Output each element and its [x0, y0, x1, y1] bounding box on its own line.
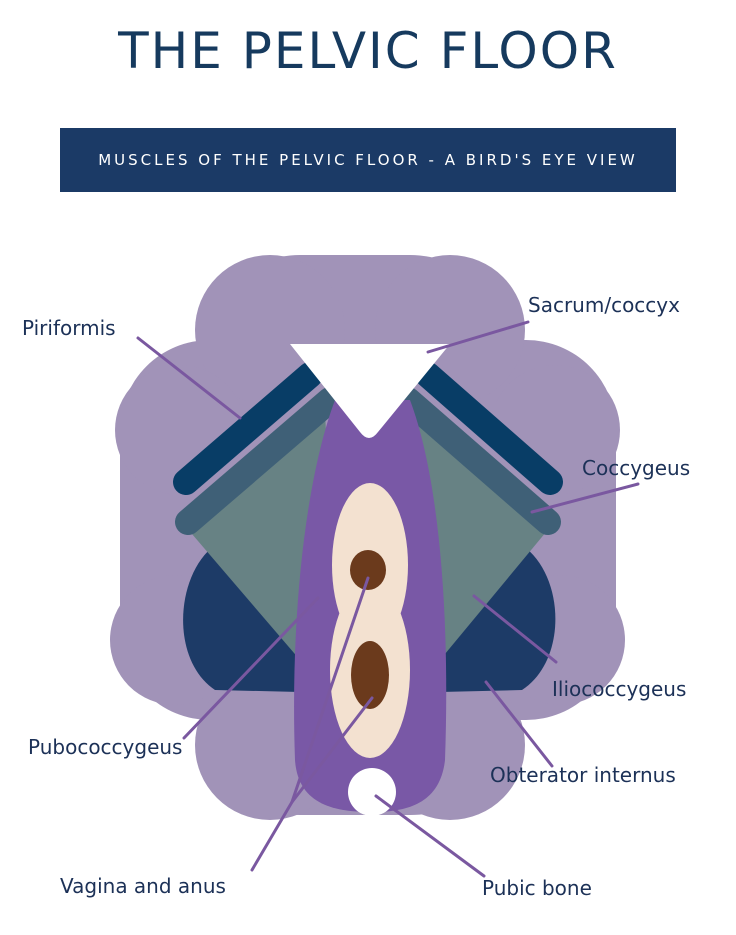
label-vagina-anus: Vagina and anus [60, 874, 226, 898]
leader-sacrum [426, 320, 530, 354]
opening-lower-center [351, 641, 389, 709]
subtitle-banner: MUSCLES OF THE PELVIC FLOOR - A BIRD'S E… [60, 128, 676, 192]
leader-piriformis [136, 336, 242, 420]
pubic-bone [348, 768, 396, 816]
leader-pubic-bone [374, 794, 486, 878]
sacrum-coccyx [290, 344, 450, 438]
piriformis-right [415, 362, 563, 495]
obterator-internus-left [183, 545, 300, 692]
leader-obterator [484, 680, 554, 768]
leader-coccygeus [530, 482, 640, 514]
label-iliococcygeus: Iliococcygeus [552, 677, 687, 701]
label-sacrum-coccyx: Sacrum/coccyx [528, 293, 680, 317]
coccygeus-right [395, 387, 561, 535]
obterator-internus-right [440, 545, 556, 692]
leader-pubococcygeus [182, 596, 320, 740]
subtitle-text: MUSCLES OF THE PELVIC FLOOR - A BIRD'S E… [98, 150, 638, 169]
label-coccygeus: Coccygeus [582, 456, 691, 480]
coccygeus-left [175, 387, 343, 535]
iliococcygeus-left [180, 410, 335, 660]
label-pubic-bone: Pubic bone [482, 876, 592, 900]
leader-lines [136, 320, 640, 878]
page-title: THE PELVIC FLOOR [118, 22, 618, 80]
leader-iliococcygeus [472, 594, 558, 664]
label-piriformis: Piriformis [22, 316, 116, 340]
label-pubococcygeus: Pubococcygeus [28, 735, 183, 759]
piriformis-left [173, 362, 323, 495]
label-obterator-internus: Obterator internus [490, 763, 676, 787]
opening-upper-center [350, 550, 386, 590]
leader-vagina-anus-2 [290, 696, 374, 804]
